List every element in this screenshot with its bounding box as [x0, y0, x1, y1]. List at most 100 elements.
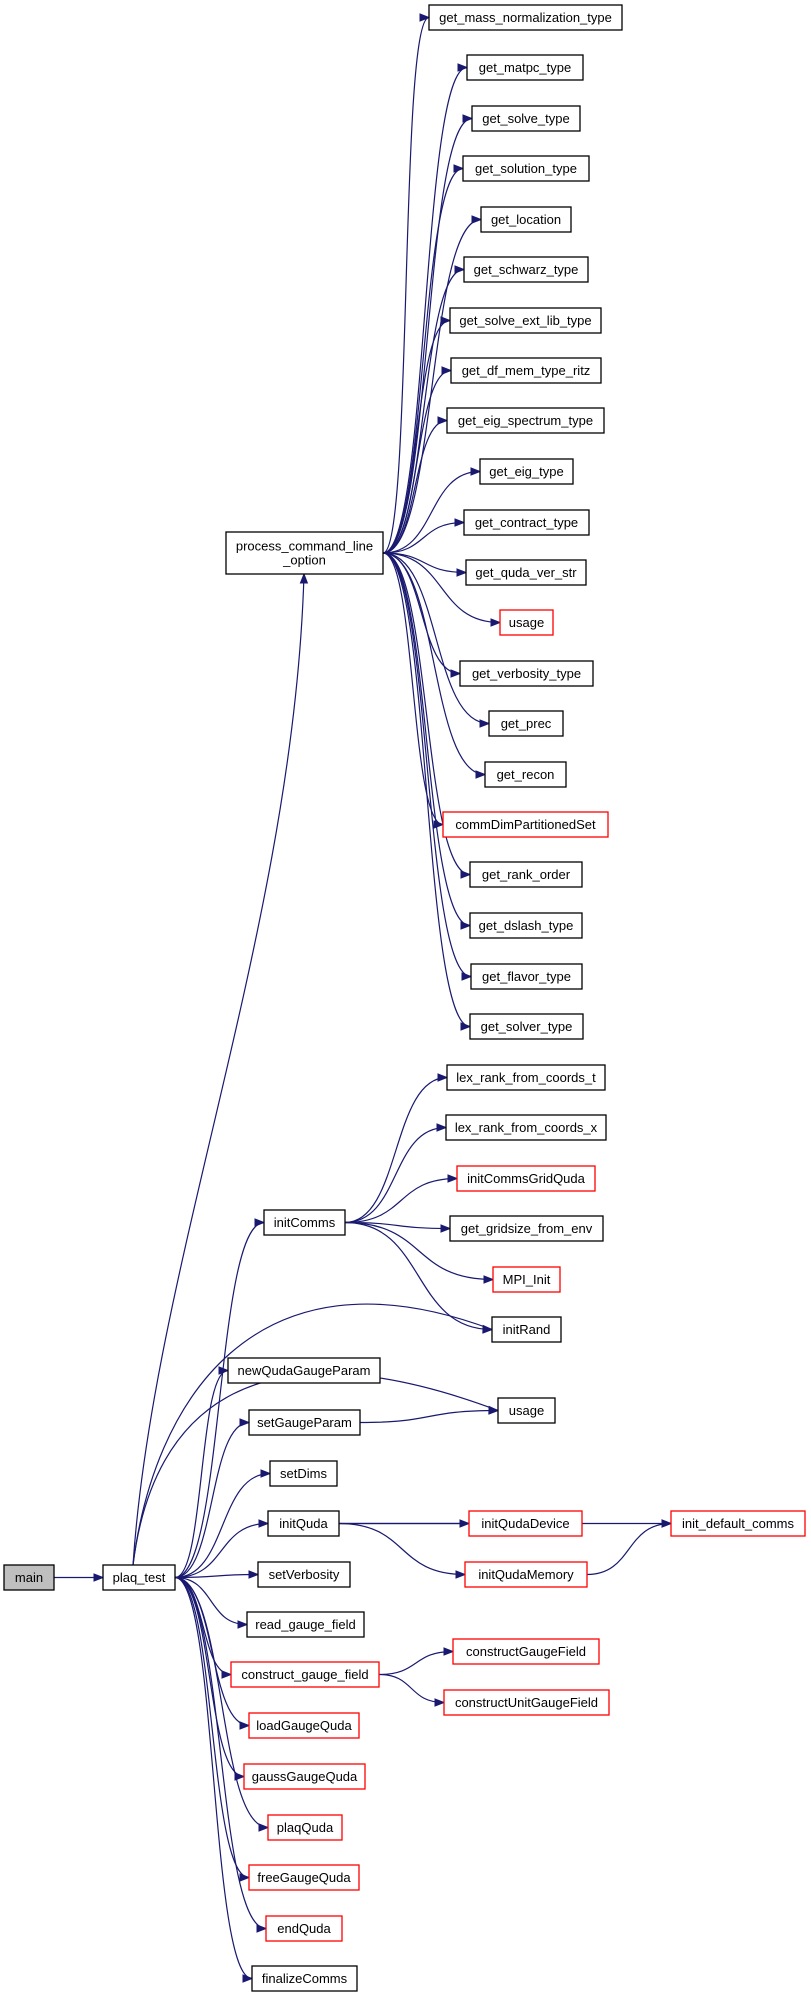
node-get-rank-order[interactable]: get_rank_order	[469, 861, 583, 888]
node-init-quda-device[interactable]: initQudaDevice	[468, 1510, 583, 1537]
node-box[interactable]	[248, 1712, 360, 1739]
node-box[interactable]	[499, 609, 554, 636]
node-box[interactable]	[257, 1561, 351, 1588]
node-init-quda-memory[interactable]: initQudaMemory	[464, 1561, 588, 1588]
node-lex-rank-from-coords-t[interactable]: lex_rank_from_coords_t	[446, 1064, 606, 1091]
node-get-solution-type[interactable]: get_solution_type	[462, 155, 590, 182]
node-load-gauge-quda[interactable]: loadGaugeQuda	[248, 1712, 360, 1739]
node-free-gauge-quda[interactable]: freeGaugeQuda	[248, 1864, 360, 1891]
node-box[interactable]	[446, 407, 605, 434]
node-init-comms-grid-quda[interactable]: initCommsGridQuda	[456, 1165, 596, 1192]
node-get-solve-type[interactable]: get_solve_type	[471, 105, 581, 132]
node-read-gauge-field[interactable]: read_gauge_field	[246, 1611, 365, 1638]
node-get-df-mem-type-ritz[interactable]: get_df_mem_type_ritz	[450, 357, 602, 384]
node-box[interactable]	[443, 1689, 610, 1716]
node-get-recon[interactable]: get_recon	[484, 761, 567, 788]
node-box[interactable]	[465, 559, 587, 586]
node-box[interactable]	[491, 1316, 562, 1343]
node-box[interactable]	[497, 1397, 556, 1424]
node-end-quda[interactable]: endQuda	[265, 1915, 343, 1942]
node-box[interactable]	[452, 1638, 600, 1665]
node-set-verbosity[interactable]: setVerbosity	[257, 1561, 351, 1588]
node-box[interactable]	[267, 1510, 340, 1537]
node-box[interactable]	[243, 1763, 366, 1790]
node-get-gridsize-from-env[interactable]: get_gridsize_from_env	[449, 1215, 604, 1242]
node-box[interactable]	[251, 1965, 358, 1992]
node-get-schwarz-type[interactable]: get_schwarz_type	[463, 256, 589, 283]
node-box[interactable]	[670, 1510, 806, 1537]
node-process-command-line-option[interactable]: process_command_line_option	[225, 531, 384, 575]
node-usage-red[interactable]: usage	[499, 609, 554, 636]
node-box[interactable]	[446, 1064, 606, 1091]
node-init-comms[interactable]: initComms	[263, 1209, 346, 1236]
node-get-solver-type[interactable]: get_solver_type	[469, 1013, 584, 1040]
node-box[interactable]	[445, 1114, 607, 1141]
node-box[interactable]	[459, 660, 594, 687]
node-init-rand[interactable]: initRand	[491, 1316, 562, 1343]
node-box[interactable]	[469, 912, 583, 939]
node-get-contract-type[interactable]: get_contract_type	[463, 509, 590, 536]
node-lex-rank-from-coords-x[interactable]: lex_rank_from_coords_x	[445, 1114, 607, 1141]
node-box[interactable]	[469, 1013, 584, 1040]
node-finalize-comms[interactable]: finalizeComms	[251, 1965, 358, 1992]
node-get-dslash-type[interactable]: get_dslash_type	[469, 912, 583, 939]
node-box[interactable]	[442, 811, 609, 838]
node-box[interactable]	[246, 1611, 365, 1638]
node-box[interactable]	[265, 1915, 343, 1942]
node-box[interactable]	[456, 1165, 596, 1192]
node-construct-gauge-field[interactable]: construct_gauge_field	[230, 1661, 380, 1688]
node-box[interactable]	[488, 710, 564, 737]
node-box[interactable]	[248, 1864, 360, 1891]
node-box[interactable]	[263, 1209, 346, 1236]
node-box[interactable]	[479, 458, 574, 485]
node-box[interactable]	[492, 1266, 561, 1293]
node-mpi-init[interactable]: MPI_Init	[492, 1266, 561, 1293]
node-init-default-comms[interactable]: init_default_comms	[670, 1510, 806, 1537]
node-box[interactable]	[468, 1510, 583, 1537]
node-set-gauge-param[interactable]: setGaugeParam	[248, 1409, 361, 1436]
node-box[interactable]	[466, 54, 584, 81]
node-get-flavor-type[interactable]: get_flavor_type	[470, 963, 583, 990]
node-box[interactable]	[269, 1460, 338, 1487]
node-box[interactable]	[462, 155, 590, 182]
node-main[interactable]: main	[3, 1564, 55, 1591]
node-plaq-quda[interactable]: plaqQuda	[267, 1814, 343, 1841]
node-box[interactable]	[484, 761, 567, 788]
node-box[interactable]	[3, 1564, 55, 1591]
node-box[interactable]	[449, 1215, 604, 1242]
node-box[interactable]	[480, 206, 572, 233]
node-box[interactable]	[471, 105, 581, 132]
node-get-verbosity-type[interactable]: get_verbosity_type	[459, 660, 594, 687]
node-gauss-gauge-quda[interactable]: gaussGaugeQuda	[243, 1763, 366, 1790]
node-get-matpc-type[interactable]: get_matpc_type	[466, 54, 584, 81]
node-box[interactable]	[469, 861, 583, 888]
node-box[interactable]	[463, 509, 590, 536]
node-box[interactable]	[267, 1814, 343, 1841]
node-get-location[interactable]: get_location	[480, 206, 572, 233]
node-box[interactable]	[428, 4, 623, 31]
node-get-eig-type[interactable]: get_eig_type	[479, 458, 574, 485]
node-new-quda-gauge-param[interactable]: newQudaGaugeParam	[227, 1357, 381, 1384]
node-get-quda-ver-str[interactable]: get_quda_ver_str	[465, 559, 587, 586]
node-box[interactable]	[230, 1661, 380, 1688]
node-box[interactable]	[470, 963, 583, 990]
node-plaq-test[interactable]: plaq_test	[102, 1564, 176, 1591]
node-comm-dim-partitioned-set[interactable]: commDimPartitionedSet	[442, 811, 609, 838]
node-set-dims[interactable]: setDims	[269, 1460, 338, 1487]
node-get-solve-ext-lib-type[interactable]: get_solve_ext_lib_type	[449, 307, 602, 334]
node-box[interactable]	[225, 531, 384, 575]
node-box[interactable]	[463, 256, 589, 283]
node-box[interactable]	[449, 307, 602, 334]
node-get-prec[interactable]: get_prec	[488, 710, 564, 737]
node-box[interactable]	[102, 1564, 176, 1591]
node-construct-gauge-field[interactable]: constructGaugeField	[452, 1638, 600, 1665]
node-get-mass-normalization-type[interactable]: get_mass_normalization_type	[428, 4, 623, 31]
node-construct-unit-gauge-field[interactable]: constructUnitGaugeField	[443, 1689, 610, 1716]
node-box[interactable]	[227, 1357, 381, 1384]
node-box[interactable]	[450, 357, 602, 384]
node-box[interactable]	[464, 1561, 588, 1588]
node-get-eig-spectrum-type[interactable]: get_eig_spectrum_type	[446, 407, 605, 434]
node-box[interactable]	[248, 1409, 361, 1436]
node-init-quda[interactable]: initQuda	[267, 1510, 340, 1537]
node-usage[interactable]: usage	[497, 1397, 556, 1424]
